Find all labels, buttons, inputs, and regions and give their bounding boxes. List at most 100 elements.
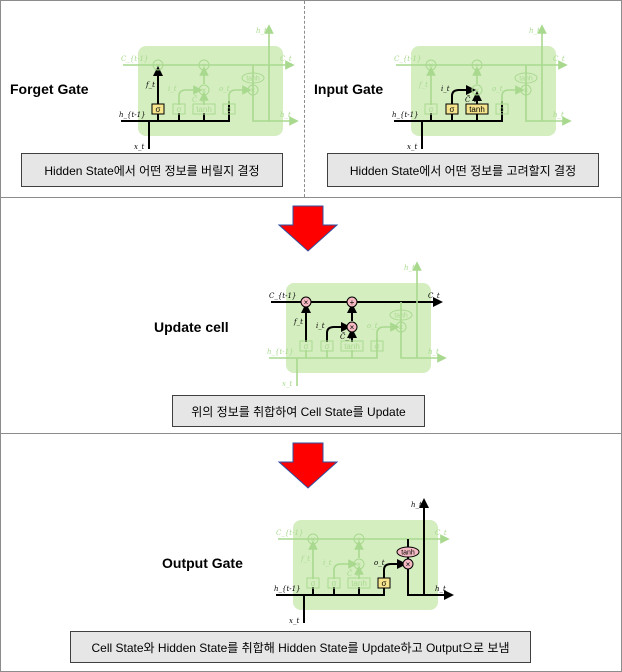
forget-gate-note: Hidden State에서 어떤 정보를 버릴지 결정 xyxy=(21,153,283,187)
h-top-label: h_t xyxy=(411,501,422,509)
c-next-label: C_t xyxy=(435,529,447,537)
input-arrow xyxy=(451,85,476,105)
h-next-label: h_t xyxy=(435,585,446,593)
forget-sigma-gate-label: σ xyxy=(429,105,434,114)
cell-body xyxy=(293,520,438,610)
h-next-label: h_t xyxy=(280,111,291,119)
input-multiply-op xyxy=(346,321,358,333)
output-arrow xyxy=(501,85,525,105)
c-tilde-label: C̃_t xyxy=(340,333,352,341)
candidate-tanh-gate-label: tanh xyxy=(196,105,212,114)
f-label: f_t xyxy=(300,555,310,563)
c-prev-label: C_{t-1} xyxy=(394,55,421,63)
c-tilde-label: C̃_t xyxy=(465,96,477,104)
output-multiply-op-symbol: × xyxy=(251,86,256,95)
tanh-op-label: tanh xyxy=(394,313,408,320)
output-sigma-gate xyxy=(222,103,236,115)
output-sigma-gate xyxy=(377,577,391,589)
output-gate-note: Cell State와 Hidden State를 취합해 Hidden Sta… xyxy=(70,631,531,663)
candidate-tanh-gate-label: tanh xyxy=(469,105,485,114)
x-label: x_t xyxy=(407,143,417,151)
input-multiply-op-symbol: × xyxy=(475,86,480,95)
i-label: i_t xyxy=(168,85,177,93)
cell-body xyxy=(411,46,556,136)
h-output-line xyxy=(400,302,442,358)
f-label: f_t xyxy=(418,81,428,89)
forget-gate-title: Forget Gate xyxy=(10,81,89,97)
output-multiply-op-symbol: × xyxy=(406,560,411,569)
section-divider xyxy=(1,197,621,198)
c-next-label: C_t xyxy=(280,55,292,63)
input-multiply-op xyxy=(471,84,483,96)
add-op xyxy=(346,296,358,308)
output-sigma-gate xyxy=(495,103,509,115)
add-op-symbol: + xyxy=(202,61,207,70)
output-multiply-op xyxy=(247,84,259,96)
add-op-symbol: + xyxy=(357,535,362,544)
input-sigma-gate-label: σ xyxy=(450,105,455,114)
f-label: f_t xyxy=(293,318,303,326)
h-prev-label: h_{t-1} xyxy=(392,111,419,119)
c-tilde-label: C̃_t xyxy=(347,570,359,578)
forget-multiply-op-symbol: × xyxy=(429,61,434,70)
output-sigma-gate-label: σ xyxy=(382,579,387,588)
candidate-tanh-gate xyxy=(347,577,371,589)
forget-multiply-op xyxy=(152,59,164,71)
h-top-label: h_t xyxy=(404,264,415,272)
forget-sigma-gate xyxy=(299,340,313,352)
candidate-tanh-gate xyxy=(340,340,364,352)
f-label: f_t xyxy=(145,81,155,89)
tanh-op xyxy=(514,72,538,84)
output-arrow xyxy=(383,559,407,579)
input-arrow xyxy=(326,322,351,342)
add-op xyxy=(353,533,365,545)
h-next-label: h_t xyxy=(428,348,439,356)
down-arrow-icon xyxy=(277,442,339,489)
forget-multiply-op-symbol: × xyxy=(304,298,309,307)
section-divider xyxy=(1,433,621,434)
x-label: x_t xyxy=(134,143,144,151)
h-prev-label: h_{t-1} xyxy=(119,111,146,119)
output-sigma-gate-label: σ xyxy=(500,105,505,114)
forget-multiply-op xyxy=(300,296,312,308)
candidate-tanh-gate xyxy=(465,103,489,115)
candidate-tanh-gate xyxy=(192,103,216,115)
input-sigma-gate xyxy=(327,577,341,589)
forget-sigma-gate-label: σ xyxy=(311,579,316,588)
input-multiply-op xyxy=(198,84,210,96)
input-gate-note: Hidden State에서 어떤 정보를 고려할지 결정 xyxy=(327,153,599,187)
h-top-label: h_t xyxy=(256,27,267,35)
input-sigma-gate-label: σ xyxy=(177,105,182,114)
tanh-op-label: tanh xyxy=(401,550,415,557)
output-sigma-gate xyxy=(370,340,384,352)
add-op-symbol: + xyxy=(475,61,480,70)
output-multiply-op-symbol: × xyxy=(399,323,404,332)
input-multiply-op-symbol: × xyxy=(202,86,207,95)
output-sigma-gate-label: σ xyxy=(375,342,380,351)
o-label: o_t xyxy=(492,85,503,93)
input-sigma-gate-label: σ xyxy=(325,342,330,351)
input-sigma-gate xyxy=(320,340,334,352)
input-multiply-op xyxy=(353,558,365,570)
forget-multiply-op-symbol: × xyxy=(156,61,161,70)
o-label: o_t xyxy=(367,322,378,330)
h-prev-label: h_{t-1} xyxy=(274,585,301,593)
h-top-label: h_t xyxy=(529,27,540,35)
forget-multiply-op xyxy=(307,533,319,545)
forget-sigma-gate xyxy=(306,577,320,589)
h-next-label: h_t xyxy=(553,111,564,119)
output-multiply-op xyxy=(520,84,532,96)
output-arrow xyxy=(228,85,252,105)
update-cell-title: Update cell xyxy=(154,319,229,335)
forget-multiply-op xyxy=(425,59,437,71)
forget-multiply-op-symbol: × xyxy=(311,535,316,544)
input-gate-title: Input Gate xyxy=(314,81,384,97)
input-sigma-gate xyxy=(172,103,186,115)
h-prev-label: h_{t-1} xyxy=(267,348,294,356)
i-label: i_t xyxy=(323,559,332,567)
section-divider-vertical xyxy=(304,1,305,197)
